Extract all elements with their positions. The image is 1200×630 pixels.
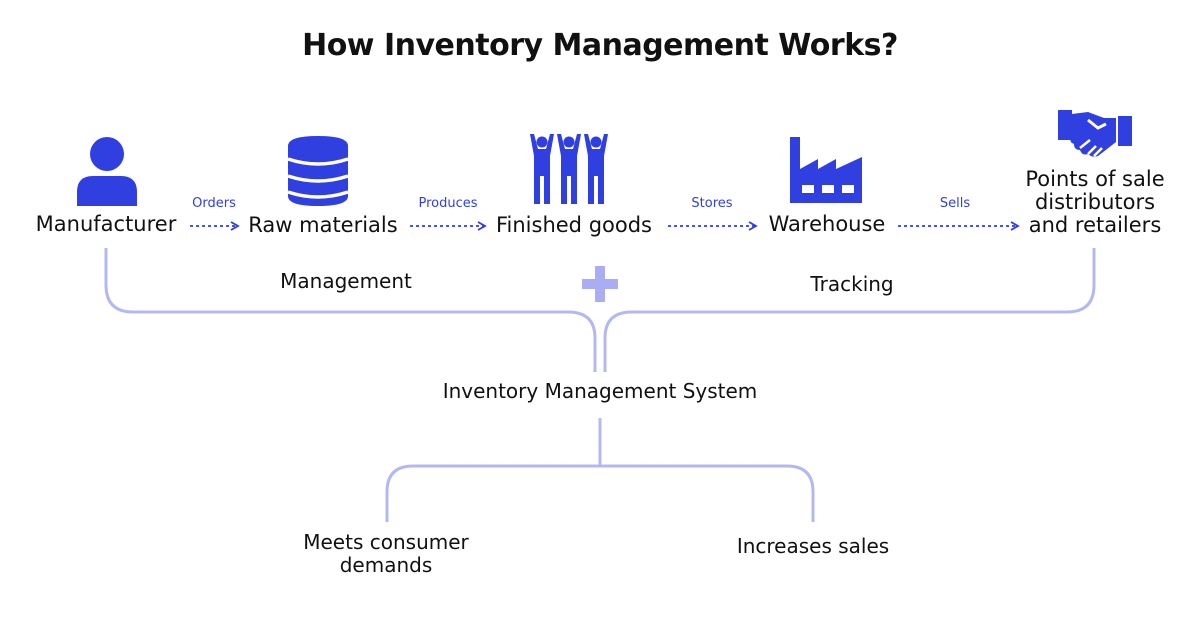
node-manufacturer: Manufacturer — [35, 212, 177, 236]
node-raw-materials: Raw materials — [248, 213, 398, 237]
handshake-icon — [1058, 110, 1132, 157]
outcome-left-line-2: demands — [339, 553, 433, 577]
edge-label-orders: Orders — [192, 196, 236, 211]
edge-label-stores: Stores — [691, 196, 733, 211]
node-warehouse: Warehouse — [768, 212, 886, 236]
branch-label-management: Management — [280, 269, 412, 293]
node-finished-goods: Finished goods — [495, 213, 652, 237]
node-points-of-sale-line-1: Points of sale — [1025, 167, 1165, 191]
person-icon — [77, 137, 137, 206]
node-points-of-sale-line-3: and retailers — [1028, 213, 1162, 237]
outcome-increases-sales: Increases sales — [736, 534, 890, 558]
bracket-right — [603, 248, 1096, 372]
database-icon — [287, 136, 349, 206]
outcome-left-line-1: Meets consumer — [303, 530, 469, 554]
plus-icon — [582, 266, 618, 302]
people-group-icon — [530, 134, 608, 204]
edge-label-produces: Produces — [418, 196, 478, 211]
diagram-title: How Inventory Management Works? — [302, 28, 898, 63]
branch-label-tracking: Tracking — [810, 272, 894, 296]
factory-icon — [790, 137, 862, 203]
system-label: Inventory Management System — [442, 379, 758, 403]
outcome-meets-consumer-demands: Meets consumer demands — [276, 531, 496, 577]
node-points-of-sale-line-2: distributors — [1034, 190, 1156, 214]
edge-label-sells: Sells — [939, 196, 971, 211]
bracket-bottom — [385, 418, 815, 522]
bracket-left — [104, 248, 597, 372]
node-points-of-sale: Points of sale distributors and retailer… — [1014, 168, 1176, 237]
